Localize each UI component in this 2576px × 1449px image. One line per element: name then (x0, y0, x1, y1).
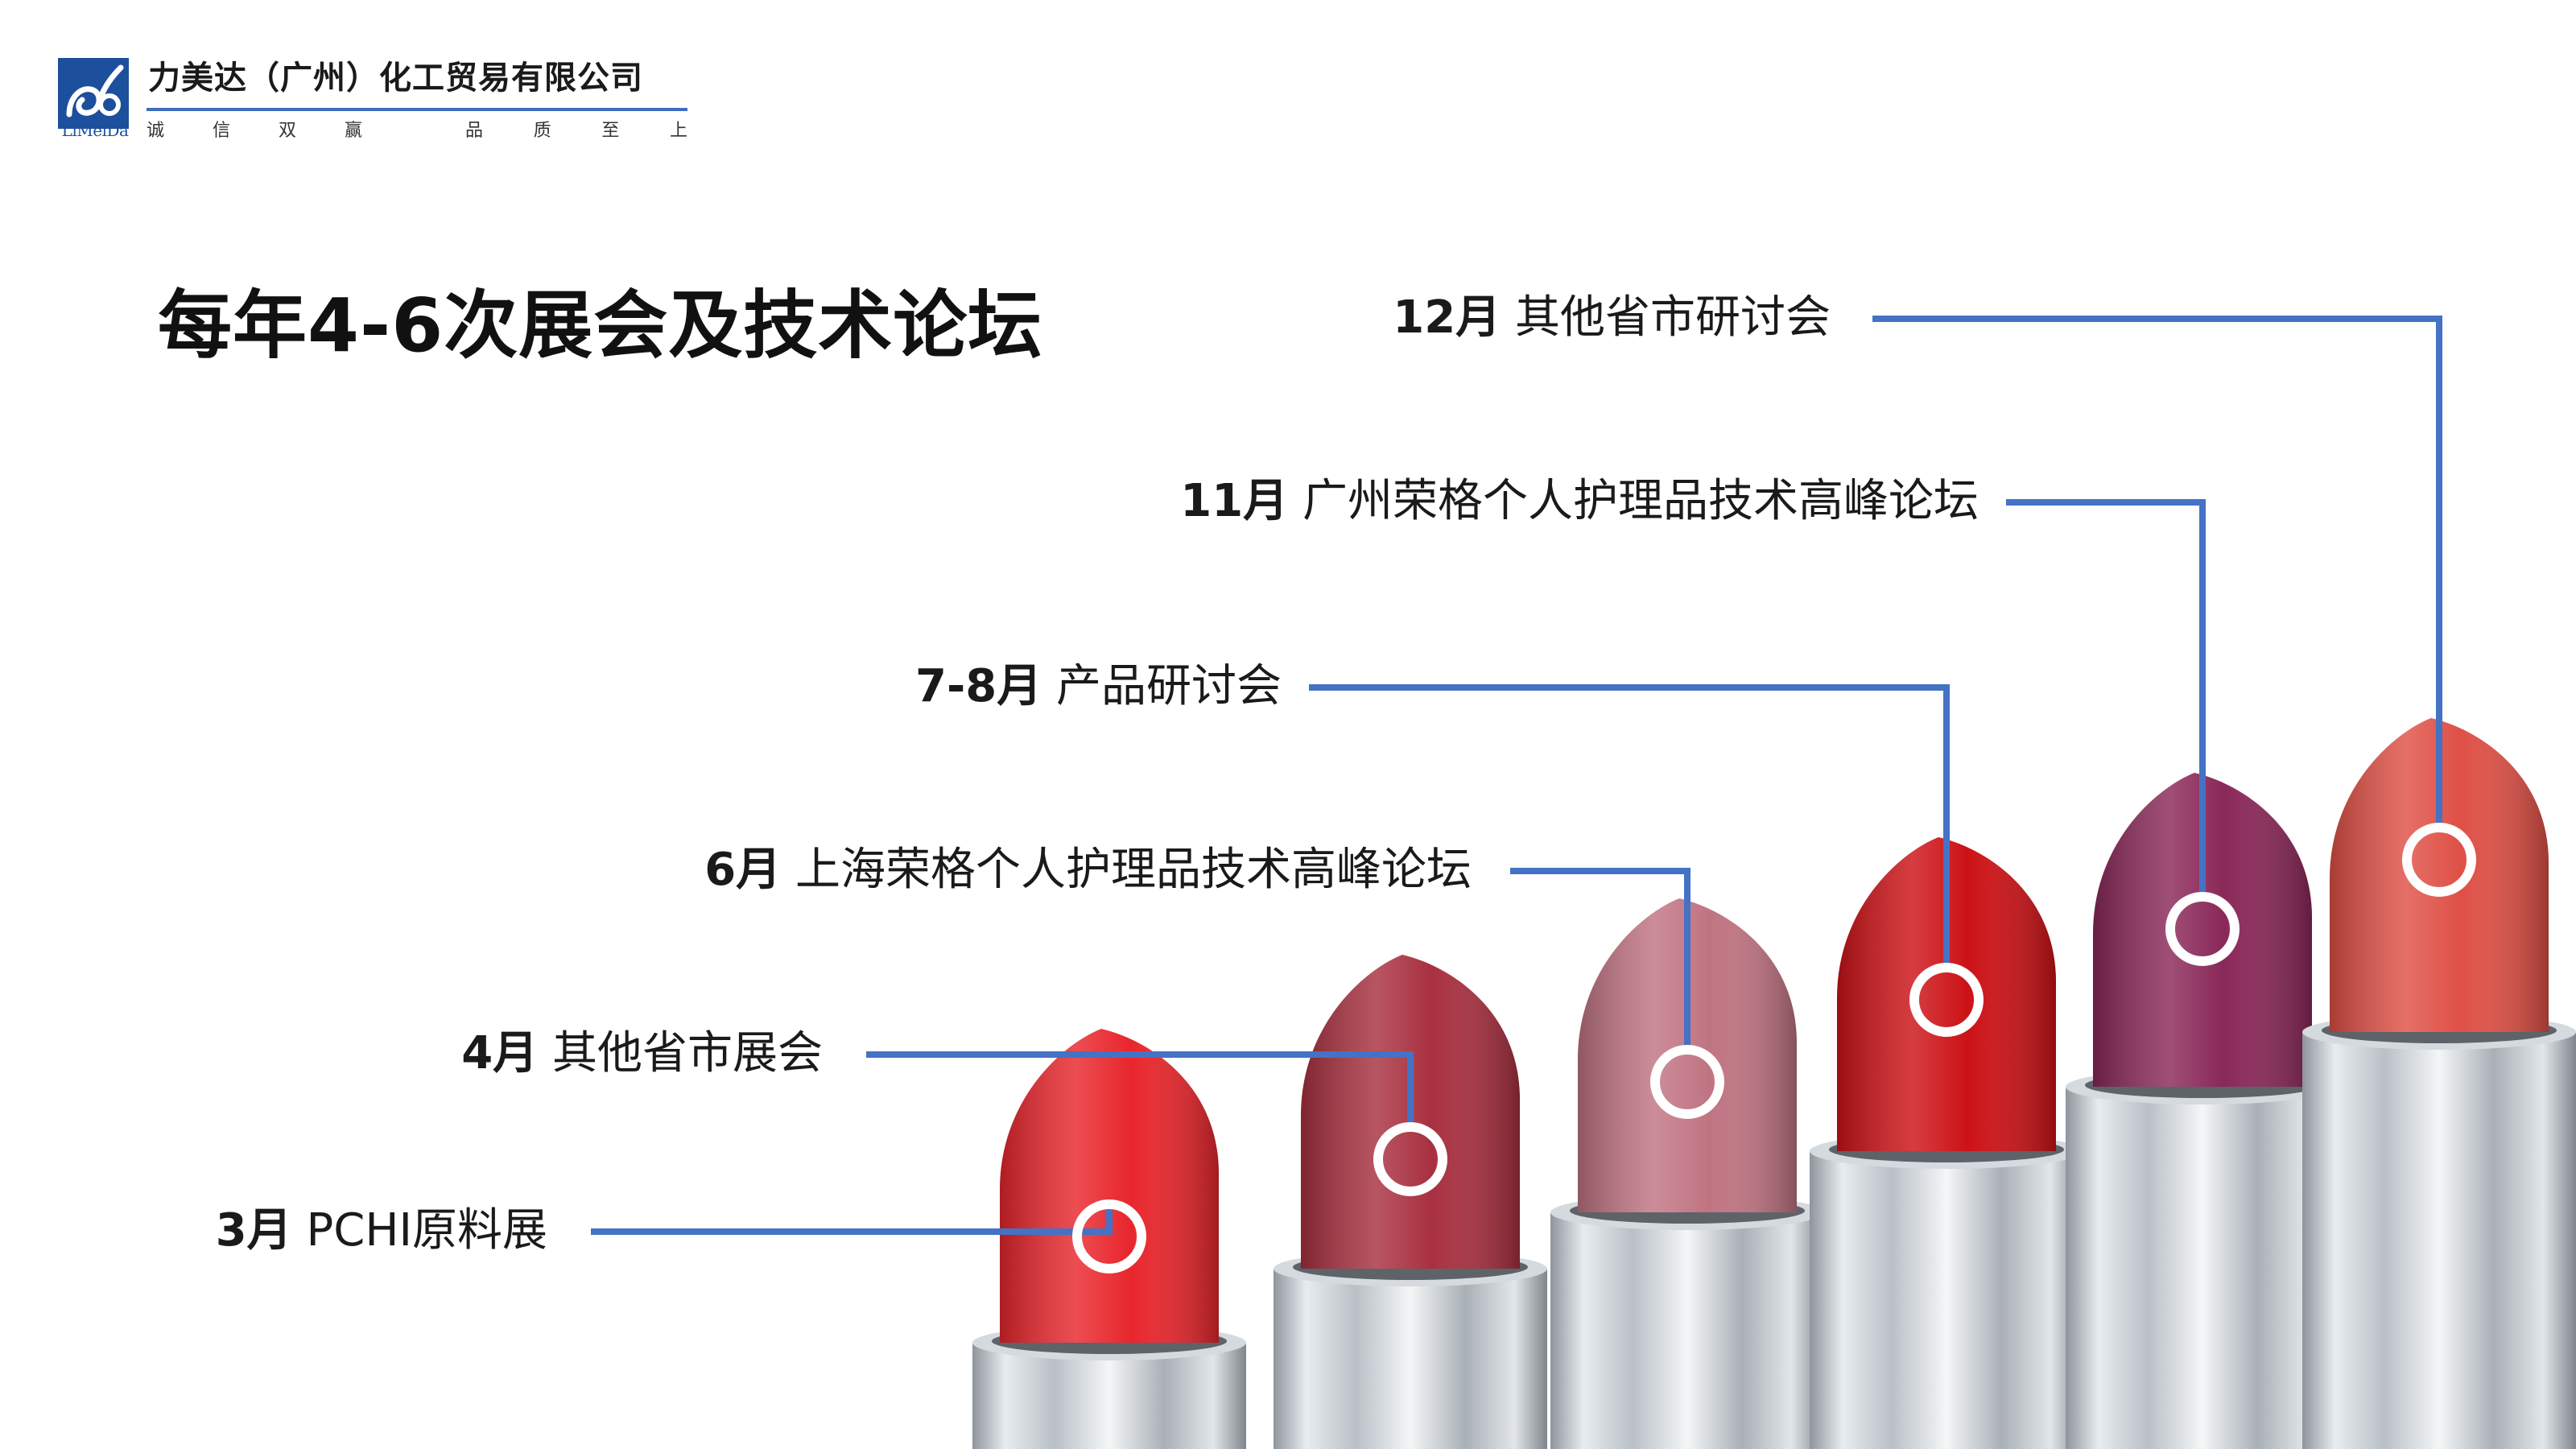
connector-line (1510, 868, 1690, 1048)
lipstick-shine (1000, 1029, 1219, 1343)
limeida-logo-icon (58, 58, 129, 129)
event-month: 7-8月 (915, 660, 1042, 712)
event-label-7-8: 7-8月 产品研讨会 (915, 658, 1282, 715)
slogan-char: 诚 (147, 121, 165, 141)
event-name: PCHI原料展 (306, 1204, 548, 1257)
lipstick-shine (1837, 837, 2056, 1151)
company-name: 力美达（广州）化工贸易有限公司 (148, 60, 643, 97)
lipstick-case (1550, 1212, 1824, 1449)
lipstick-case (2066, 1087, 2339, 1449)
event-label-12: 12月 其他省市研讨会 (1393, 290, 1831, 346)
timeline-marker (1650, 1045, 1724, 1119)
timeline-marker (2165, 892, 2240, 966)
lipstick-shine (1578, 898, 1797, 1212)
connector-line (591, 1203, 1113, 1235)
page-title: 每年4-6次展会及技术论坛 (158, 283, 1043, 369)
connector-line (866, 1051, 1414, 1125)
slogan-char: 品 (465, 121, 484, 141)
event-month: 12月 (1393, 291, 1501, 344)
connector-line (2006, 499, 2206, 895)
slogan-left: 诚 信 双 赢 (147, 116, 362, 142)
lipstick (2302, 718, 2576, 1449)
lipstick-shine (2330, 718, 2549, 1032)
lipstick-shine (2093, 773, 2312, 1087)
lipstick (972, 1029, 1246, 1449)
event-month: 3月 (215, 1204, 292, 1257)
slogan-char: 赢 (344, 121, 362, 141)
connector-line (1309, 684, 1950, 966)
lipstick-case (1810, 1151, 2083, 1449)
timeline-marker (2402, 823, 2476, 897)
event-name: 产品研讨会 (1056, 660, 1282, 712)
lipstick-case (1274, 1269, 1547, 1449)
slogan-char: 质 (533, 121, 551, 141)
event-month: 11月 (1180, 475, 1289, 527)
event-month: 6月 (704, 844, 782, 896)
timeline-marker (1909, 963, 1984, 1037)
event-label-3: 3月 PCHI原料展 (216, 1203, 547, 1259)
slogan-char: 上 (669, 121, 687, 141)
event-label-4: 4月 其他省市展会 (461, 1026, 823, 1082)
timeline-marker (1072, 1199, 1146, 1274)
timeline-marker (1373, 1122, 1447, 1196)
connector-line (1872, 316, 2442, 826)
event-name: 广州荣格个人护理品技术高峰论坛 (1302, 475, 1979, 527)
slogan-char: 信 (212, 121, 230, 141)
lipstick (2066, 773, 2339, 1449)
event-label-6: 6月 上海荣格个人护理品技术高峰论坛 (704, 842, 1472, 898)
logo-text: LiMeiDa (61, 121, 129, 140)
slogan-char: 双 (278, 121, 296, 141)
lipstick-case (2302, 1032, 2576, 1449)
event-name: 其他省市展会 (552, 1027, 823, 1080)
lipstick (1810, 837, 2083, 1449)
event-label-11: 11月 广州荣格个人护理品技术高峰论坛 (1180, 473, 1979, 530)
header-divider (147, 108, 687, 111)
lipstick (1274, 955, 1547, 1449)
event-month: 4月 (461, 1027, 539, 1080)
lipstick (1550, 898, 1824, 1449)
slogan-char: 至 (601, 121, 620, 141)
slogan-right: 品 质 至 上 (465, 116, 687, 142)
event-name: 其他省市研讨会 (1515, 291, 1831, 344)
event-name: 上海荣格个人护理品技术高峰论坛 (795, 844, 1472, 896)
